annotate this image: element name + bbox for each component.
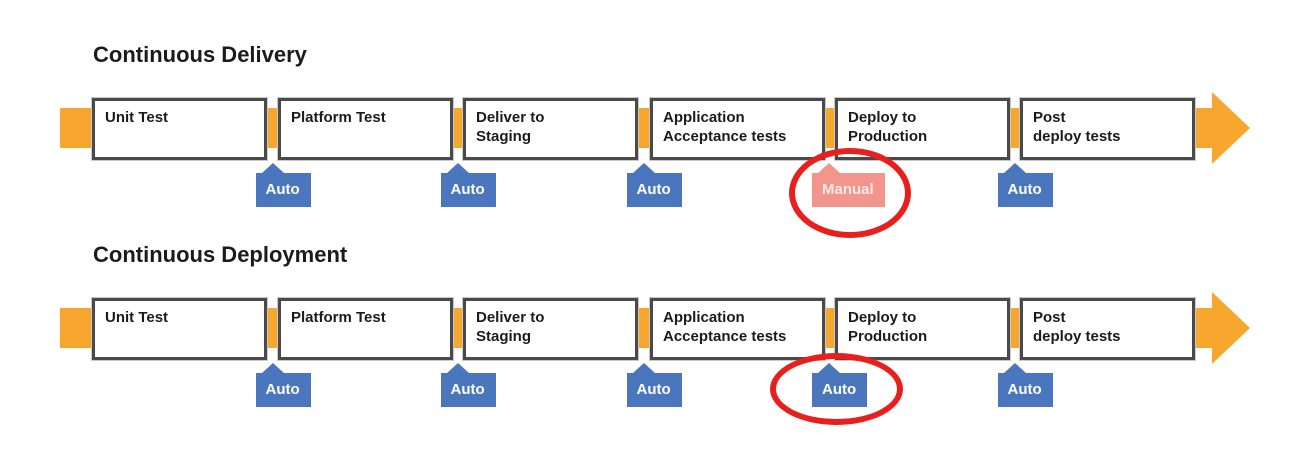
stage-box: Deliver to Staging: [463, 98, 638, 160]
stage-box: Application Acceptance tests: [650, 98, 825, 160]
stage-label: Deploy to Production: [848, 109, 928, 145]
pipeline-1: Continuous Delivery Unit Test Platform T…: [0, 0, 1310, 238]
flow-arrow-head-icon: [1212, 292, 1250, 364]
stage-box: Deliver to Staging: [463, 298, 638, 360]
gate-badge-auto: Auto: [440, 173, 496, 207]
flow-arrow-head-icon: [1212, 92, 1250, 164]
gate-notch-icon: [261, 163, 284, 173]
gate-notch-icon: [632, 163, 655, 173]
stage-box: Deploy to Production: [835, 298, 1010, 360]
gate-notch-icon: [632, 363, 655, 373]
stage-label: Application Acceptance tests: [663, 309, 787, 345]
gate-badge-auto: Auto: [626, 173, 682, 207]
stage-box: Platform Test: [278, 98, 453, 160]
stage-label: Deliver to Staging: [476, 309, 545, 345]
stage-box: Post deploy tests: [1020, 298, 1195, 360]
stage-label: Unit Test: [105, 309, 169, 326]
highlight-ellipse-icon: [789, 148, 911, 238]
stage-label: Post deploy tests: [1033, 309, 1121, 345]
stage-box: Unit Test: [92, 298, 267, 360]
gate-badge-auto: Auto: [255, 373, 311, 407]
stage-label: Unit Test: [105, 109, 169, 126]
stage-label: Deliver to Staging: [476, 109, 545, 145]
pipeline-2: Continuous Deployment Unit Test Platform…: [0, 200, 1310, 425]
stage-label: Post deploy tests: [1033, 109, 1121, 145]
stage-box: Application Acceptance tests: [650, 298, 825, 360]
gate-badge-auto: Auto: [997, 173, 1053, 207]
highlight-ellipse-icon: [770, 353, 903, 425]
gate-badge-auto: Auto: [626, 373, 682, 407]
pipeline-title: Continuous Deployment: [93, 242, 348, 267]
stage-label: Application Acceptance tests: [663, 109, 787, 145]
stage-label: Platform Test: [291, 109, 386, 126]
stage-box: Unit Test: [92, 98, 267, 160]
pipeline-title: Continuous Delivery: [93, 42, 307, 67]
gate-notch-icon: [446, 163, 469, 173]
gate-badge-auto: Auto: [255, 173, 311, 207]
stage-label: Deploy to Production: [848, 309, 928, 345]
gate-notch-icon: [1003, 163, 1026, 173]
gate-notch-icon: [446, 363, 469, 373]
gate-notch-icon: [1003, 363, 1026, 373]
stage-box: Platform Test: [278, 298, 453, 360]
gate-badge-auto: Auto: [997, 373, 1053, 407]
stage-box: Post deploy tests: [1020, 98, 1195, 160]
gate-badge-auto: Auto: [440, 373, 496, 407]
gate-notch-icon: [261, 363, 284, 373]
stage-label: Platform Test: [291, 309, 386, 326]
